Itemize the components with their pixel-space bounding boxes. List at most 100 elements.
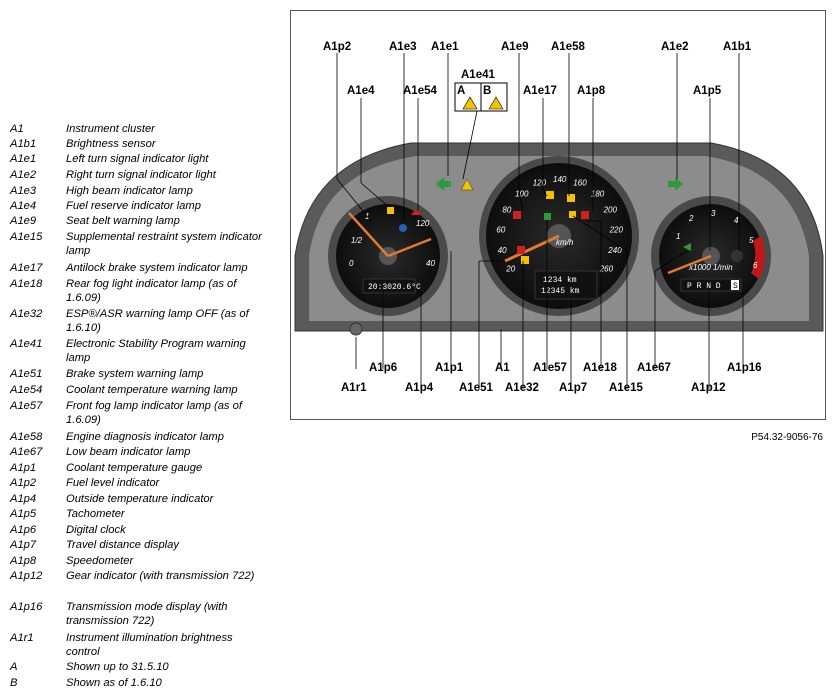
brake-warning-icon <box>517 246 525 254</box>
outside-temp-readout: 20.6°C <box>392 283 421 292</box>
callout-label: A1p2 <box>323 41 351 53</box>
tacho-unit: x1000 1/min <box>688 263 733 272</box>
speed-tick: 80 <box>502 206 511 215</box>
speed-tick: 20 <box>505 265 515 274</box>
legend-code: A1e17 <box>10 262 43 274</box>
tachometer: 1 2 3 4 5 6 x1000 1/min P R N D S <box>651 196 771 316</box>
coolant-warning-icon <box>411 209 421 215</box>
speed-tick: 60 <box>496 225 505 234</box>
esp-off-icon <box>521 256 529 264</box>
callout-label: A1p16 <box>727 362 762 374</box>
engine-diagnosis-icon <box>567 194 575 202</box>
legend-code: A1p1 <box>10 462 37 474</box>
legend-code: A1e54 <box>10 384 43 396</box>
legend-description: Digital clock <box>66 524 126 536</box>
legend-description: Tachometer <box>66 508 125 520</box>
left-tick: 1/2 <box>351 236 363 245</box>
esp-warning-triangle-icon <box>460 178 474 191</box>
clock-readout: 20:30 <box>368 283 392 292</box>
left-tick: 40 <box>426 259 435 268</box>
esp-car-b-icon <box>488 96 504 110</box>
clock-temp-display <box>362 278 416 294</box>
mode-readout: S <box>733 282 738 291</box>
leader-lines <box>336 53 744 389</box>
mode-box <box>731 280 739 290</box>
seat-belt-icon <box>513 211 521 219</box>
speed-tick: 180 <box>591 189 605 198</box>
brightness-sensor <box>731 250 743 262</box>
legend-description: Gear indicator (with transmission 722) <box>66 570 255 582</box>
legend-description: Low beam indicator lamp <box>66 446 191 458</box>
legend-description: Fuel reserve indicator lamp <box>66 200 201 212</box>
inset-a-b: A B <box>454 82 508 112</box>
esp-triangle-a-icon <box>462 96 478 110</box>
legend-code: A1e41 <box>10 338 43 350</box>
odometer-readout: 12345 km <box>541 287 580 296</box>
callout-label: A1e1 <box>431 41 459 53</box>
legend-code: A1p12 <box>10 570 43 582</box>
brightness-knob <box>349 322 363 336</box>
legend-code: A1e2 <box>10 169 37 181</box>
figure-code: P54.32-9056-76 <box>751 432 823 443</box>
legend-description: Shown up to 31.5.10 <box>66 661 169 673</box>
legend-description: Fuel level indicator <box>66 477 160 489</box>
callout-label: A1b1 <box>723 41 752 53</box>
legend-description: Outside temperature indicator <box>66 493 214 505</box>
speed-tick: 240 <box>607 246 622 255</box>
instrument-cluster-diagram: 0 1/2 1 40 120 20:30 20.6°C 204060801001… <box>294 41 824 394</box>
legend-description: Shown as of 1.6.10 <box>66 677 162 689</box>
legend-code: A1e57 <box>10 400 43 412</box>
callout-label: A1p7 <box>559 382 587 394</box>
speed-tick: 200 <box>603 206 618 215</box>
legend-description: Left turn signal indicator light <box>66 153 209 165</box>
legend-description: Coolant temperature gauge <box>66 462 203 474</box>
callout-label: A1e51 <box>459 382 493 394</box>
callout-label: A1p1 <box>435 362 464 374</box>
front-fog-icon <box>544 213 551 220</box>
speed-tick: 100 <box>515 189 529 198</box>
legend-code: A1p2 <box>10 477 37 489</box>
legend-code: A <box>10 661 18 673</box>
legend-description: Speedometer <box>66 555 134 567</box>
temp-needle <box>387 237 432 258</box>
redline-arc <box>751 236 765 279</box>
legend-description: Instrument cluster <box>66 123 155 135</box>
left-tick: 120 <box>416 219 430 228</box>
left-gauge: 0 1/2 1 40 120 20:30 20.6°C <box>328 196 448 316</box>
callout-label: A1e54 <box>403 85 437 97</box>
tacho-needle <box>667 254 712 275</box>
callout-label: A1r1 <box>341 382 367 394</box>
callout-label: A1e15 <box>609 382 643 394</box>
legend-description: Travel distance display <box>66 539 179 551</box>
legend-description: Engine diagnosis indicator lamp <box>66 431 224 443</box>
legend-code: A1b1 <box>10 138 37 150</box>
tacho-tick: 6 <box>753 261 758 270</box>
callout-label: A1p4 <box>405 382 434 394</box>
high-beam-icon <box>399 224 407 232</box>
legend-code: A1p4 <box>10 493 37 505</box>
fuel-needle <box>348 212 389 257</box>
speed-tick: 260 <box>599 265 614 274</box>
callout-label: A1e4 <box>347 85 375 97</box>
legend-code: A1p7 <box>10 539 37 551</box>
abs-icon <box>546 191 554 199</box>
legend-description: Coolant temperature warning lamp <box>66 384 238 396</box>
legend-code: A1e9 <box>10 215 37 227</box>
legend-code: A1p16 <box>10 601 43 613</box>
callout-label: A1e41 <box>461 69 495 81</box>
legend-description: ESP®/ASR warning lamp OFF (as of 1.6.10) <box>66 308 249 334</box>
legend-description: Brake system warning lamp <box>66 368 204 380</box>
speed-tick: 160 <box>573 179 587 188</box>
inset-b-label: B <box>483 85 491 97</box>
legend-code: A1e4 <box>10 200 37 212</box>
legend-code: A1e15 <box>10 231 43 243</box>
legend-code: A1p8 <box>10 555 37 567</box>
callout-label: A1p8 <box>577 85 606 97</box>
rear-fog-icon <box>581 211 589 219</box>
callout-label: A1e17 <box>523 85 557 97</box>
left-tick: 0 <box>349 259 354 268</box>
legend-code: A1e67 <box>10 446 43 458</box>
legend-description: Transmission mode display (with transmis… <box>66 601 228 627</box>
